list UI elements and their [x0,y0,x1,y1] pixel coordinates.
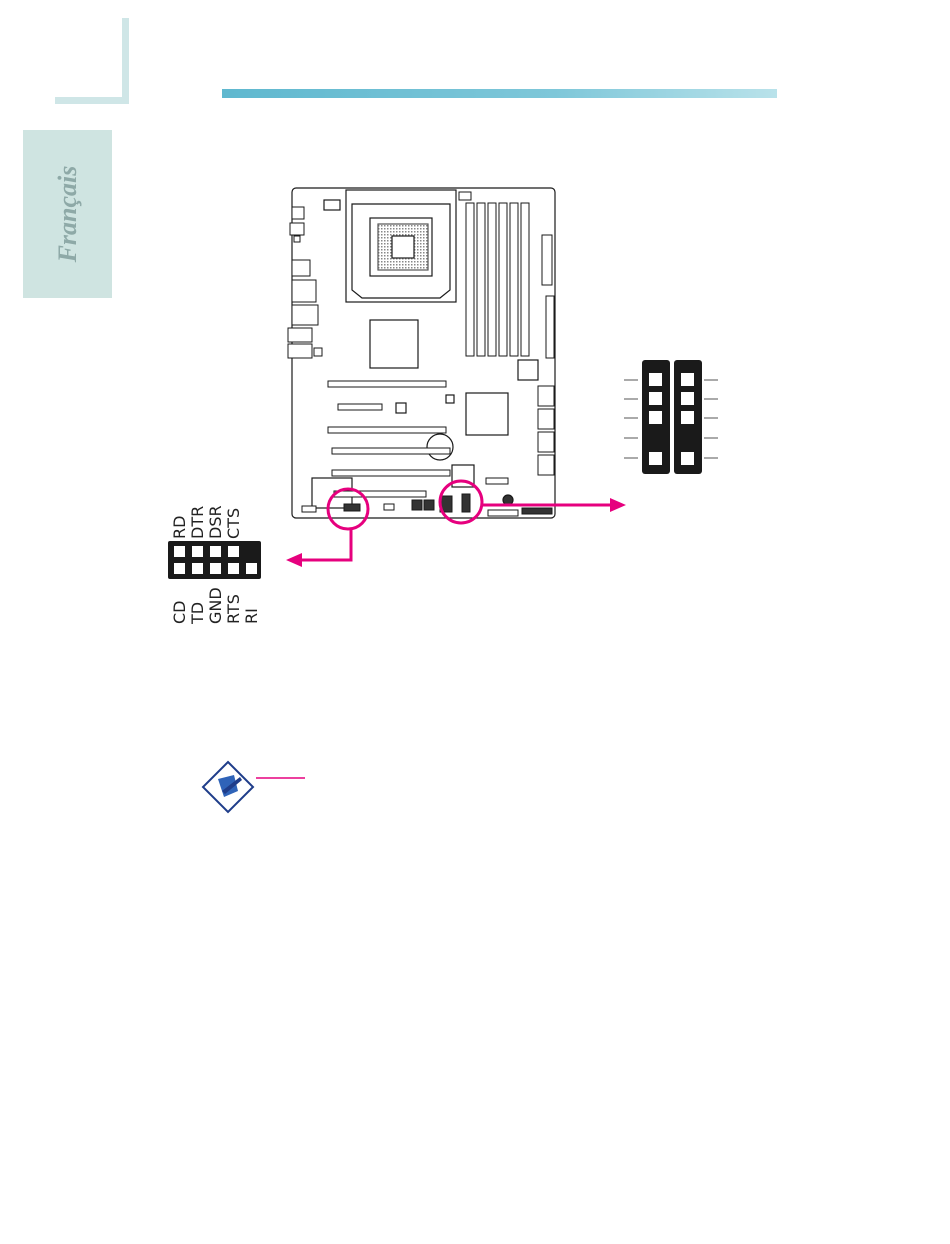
dimm-slots [459,192,529,356]
right-pin-header [624,360,718,474]
pin-label-cd: CD [172,601,188,625]
pin-label-rts: RTS [226,594,242,624]
pin-label-td: TD [190,602,206,624]
arrow-to-serial-pinout [286,528,351,567]
pin-label-dtr: DTR [190,506,206,539]
pin-label-rd: RD [172,516,188,539]
serial-pin-header [168,541,261,579]
note-pen-icon [203,762,253,812]
pin-label-cts: CTS [226,508,242,539]
pin-label-dsr: DSR [208,505,224,539]
pin-label-gnd: GND [208,587,224,624]
pin-label-ri: RI [244,608,260,624]
